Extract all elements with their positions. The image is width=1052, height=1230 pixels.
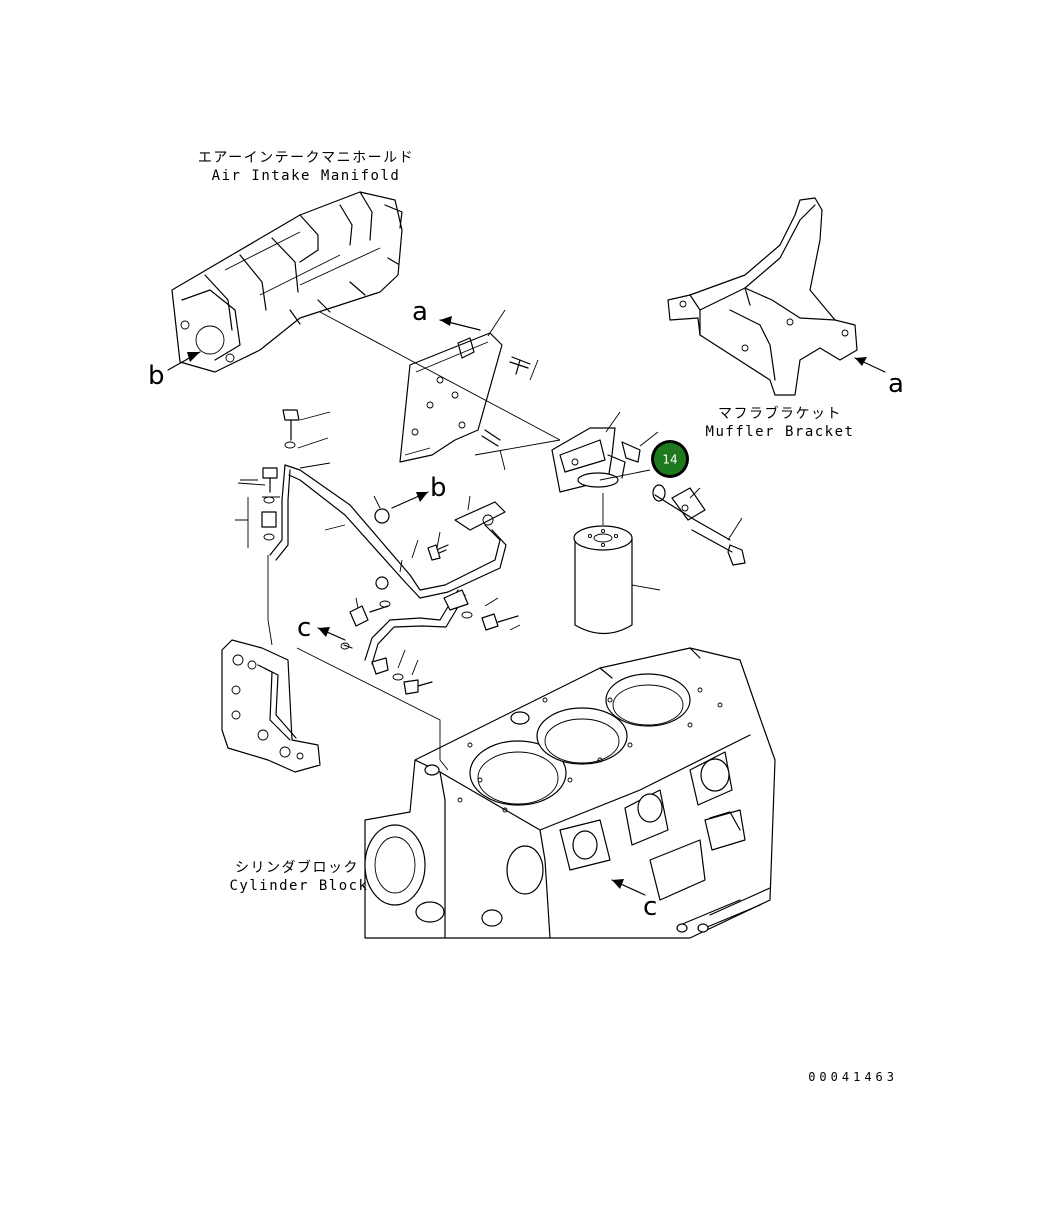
view-arrows xyxy=(167,316,886,896)
filter-bracket-plate xyxy=(399,332,531,463)
muffler-bracket-label-en: Muffler Bracket xyxy=(706,424,855,440)
cylinder-block-label-jp: シリンダブロック xyxy=(235,859,359,876)
callout-number: 14 xyxy=(662,453,677,467)
oil-tube-upper xyxy=(269,464,507,608)
sensor-parts xyxy=(652,484,746,566)
spin-on-filter xyxy=(573,493,633,635)
lower-left-bracket xyxy=(221,555,321,773)
air-intake-manifold-label-en: Air Intake Manifold xyxy=(212,168,401,184)
callout-14[interactable]: 14 xyxy=(651,440,689,478)
view-marker-b-left: b xyxy=(148,361,165,391)
muffler-bracket-label-jp: マフラブラケット xyxy=(718,405,842,422)
view-marker-c-left: c xyxy=(297,613,311,643)
view-marker-c-right: c xyxy=(643,892,657,922)
left-fasteners xyxy=(235,409,300,548)
air-intake-manifold-label-jp: エアーインテークマニホールド xyxy=(198,150,414,166)
leader-lines xyxy=(237,309,743,771)
muffler-bracket xyxy=(667,197,858,396)
air-intake-manifold xyxy=(171,191,403,373)
oil-tube-lower xyxy=(340,589,519,695)
view-marker-a-right: a xyxy=(888,369,904,399)
cylinder-block-label-en: Cylinder Block xyxy=(229,878,368,894)
filter-head xyxy=(551,427,641,493)
view-marker-b-mid: b xyxy=(430,473,447,503)
view-marker-a-left: a xyxy=(412,297,428,327)
cylinder-block xyxy=(364,647,776,939)
drawing-number: 00041463 xyxy=(808,1070,898,1084)
